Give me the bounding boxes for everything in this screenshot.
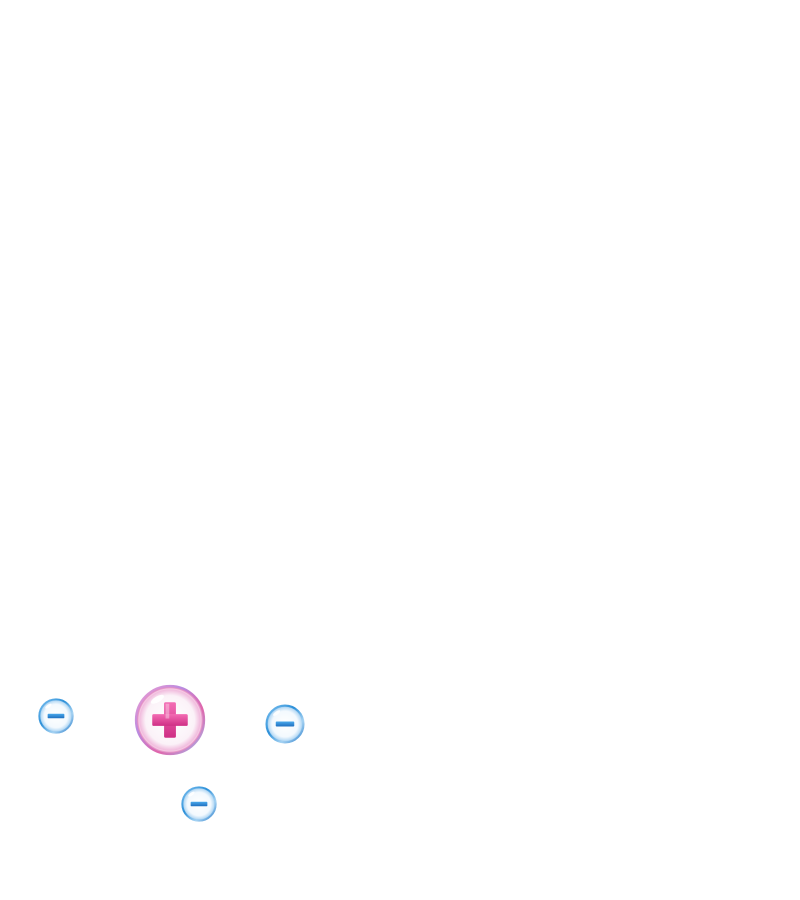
minus-icon <box>190 801 208 807</box>
negative-charge-bubble <box>264 703 306 745</box>
minus-bubble-icon <box>38 698 74 734</box>
minus-bubble-icon <box>265 704 305 744</box>
minus-icon <box>47 713 65 719</box>
minus-bubble-icon <box>181 786 217 822</box>
negative-charge-bubble <box>37 697 75 735</box>
negative-charge-bubble <box>180 785 218 823</box>
plus-icon <box>152 702 188 738</box>
minus-icon <box>275 721 295 727</box>
positive-charge-bubble <box>133 683 207 757</box>
plus-bubble-icon <box>134 684 206 756</box>
